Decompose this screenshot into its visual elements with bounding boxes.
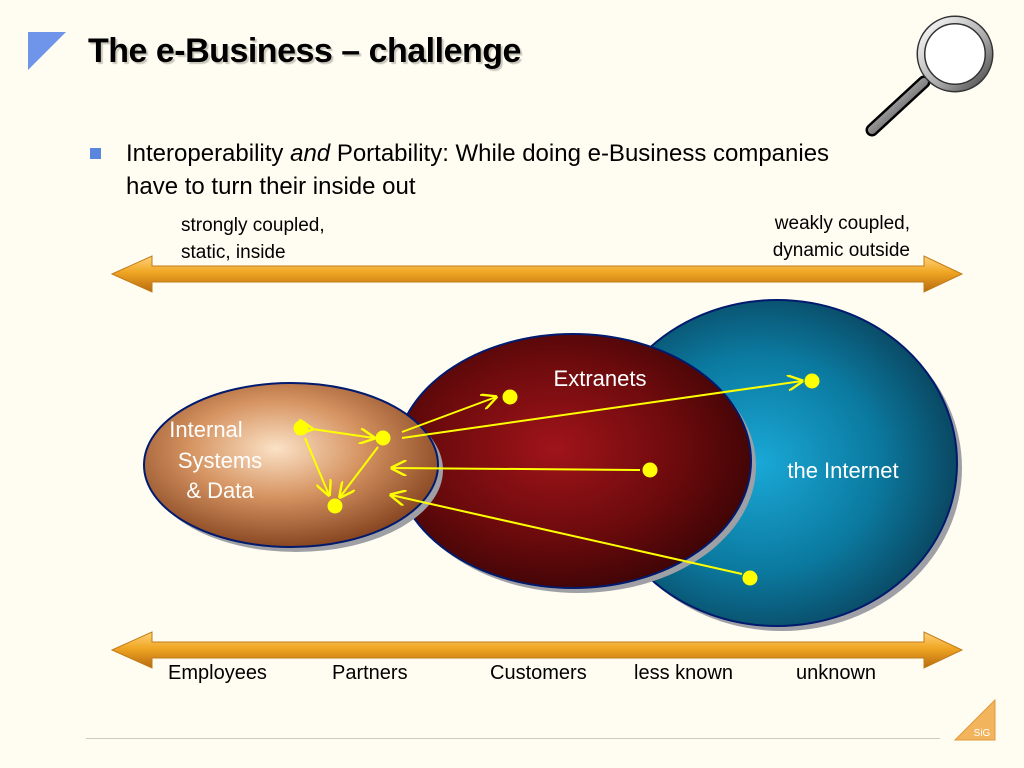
- logo-text: SiG: [974, 728, 991, 739]
- connection-arrow: [340, 446, 379, 497]
- bullet-rest: Portability: While doing e-Business comp…: [126, 140, 830, 200]
- outside-label-line2: dynamic outside: [772, 240, 910, 261]
- connection-arrow: [312, 429, 374, 438]
- node: [742, 570, 758, 586]
- slide-title: The e-Business – challenge: [88, 32, 521, 70]
- internal-label-line2: Systems: [178, 448, 262, 473]
- bullet-square-icon: [90, 148, 101, 159]
- scale-label-less-known: less known: [634, 662, 733, 684]
- bullet-conjunction: and: [290, 140, 331, 167]
- inside-label-line2: static, inside: [181, 242, 286, 263]
- scale-label-partners: Partners: [332, 662, 408, 684]
- node: [375, 430, 391, 446]
- scale-label-employees: Employees: [168, 662, 267, 684]
- connections: [304, 381, 802, 575]
- outside-label-line1: weakly coupled,: [774, 213, 910, 234]
- footer-divider: [86, 738, 940, 739]
- bottom-scale-arrow: [110, 631, 964, 669]
- connection-arrow: [401, 397, 496, 433]
- node: [327, 498, 343, 514]
- connection-arrow: [401, 381, 802, 439]
- internal-label-line1: Internal: [169, 417, 242, 442]
- inside-label-line1: strongly coupled,: [181, 215, 325, 236]
- top-scale-arrow: [110, 255, 964, 293]
- scale-label-customers: Customers: [490, 662, 587, 684]
- nodes: [293, 373, 820, 586]
- logo-icon: SiG: [953, 698, 996, 741]
- scale-label-unknown: unknown: [796, 662, 877, 684]
- extranets-label: Extranets: [554, 366, 647, 391]
- internet-label: the Internet: [787, 458, 898, 483]
- connection-arrow: [391, 495, 743, 575]
- corner-triangle-icon: [28, 32, 66, 70]
- bullet-term: Interoperability: [126, 140, 284, 167]
- internal-label-line3: & Data: [186, 478, 254, 503]
- connection-arrow: [304, 437, 329, 495]
- node: [642, 462, 658, 478]
- outside-label: weakly coupled, dynamic outside: [773, 210, 910, 264]
- bullet-text: Interoperability and Portability: While …: [126, 137, 846, 203]
- node: [293, 420, 309, 436]
- magnifier-icon: [865, 15, 994, 137]
- connection-arrow: [392, 468, 641, 470]
- node: [502, 389, 518, 405]
- node: [804, 373, 820, 389]
- inside-label: strongly coupled, static, inside: [181, 212, 325, 266]
